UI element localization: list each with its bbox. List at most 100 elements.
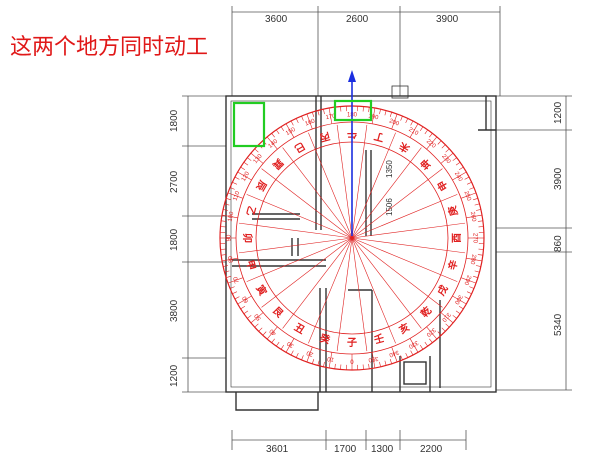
compass-sector-line [351,132,396,239]
compass-tick [221,254,227,256]
compass-sector-line [351,147,422,239]
compass-tick [400,115,403,121]
compass-degree-label: 210 [407,127,419,138]
compass-degree-label: 110 [233,190,242,202]
compass-tick [240,166,246,171]
compass-mountain-label: 甲 [243,259,257,272]
compass-sector-line [282,147,353,239]
compass-sector-line [261,237,353,308]
compass-tick [473,198,478,201]
compass-sector-line [282,237,353,329]
compass-tick [371,352,376,369]
compass-tick [295,352,299,358]
compass-tick [389,359,392,364]
compass-tick [452,171,467,181]
compass-tick [280,126,285,132]
compass-tick [424,341,428,347]
compass-sector-line [238,222,353,239]
compass-sector-line [351,237,396,344]
compass-tick [452,157,457,161]
compass-tick [475,265,481,267]
compass-tick [306,346,313,363]
compass-tick [429,338,433,343]
compass-degree-label: 230 [440,154,451,166]
compass-tick [266,136,278,150]
compass-mountain-label: 申 [434,178,450,193]
compass-mountain-label: 丑 [292,321,307,336]
dim-right-1: 1200 [553,101,564,124]
compass-tick [460,192,477,199]
compass-tick [474,203,480,206]
compass-tick [237,171,252,181]
compass-tick [384,110,387,116]
compass-tick [458,166,464,171]
compass-tick [250,152,264,164]
compass-degree-label: 330 [407,339,419,350]
compass-tick [250,312,264,324]
compass-mountain-label: 乙 [243,204,257,217]
compass-degree-label: 120 [241,170,252,182]
dim-bottom-1: 3601 [266,444,289,455]
compass-tick [295,118,299,124]
compass-degree-label: 100 [228,211,236,223]
compass-degree-label: 0 [350,357,354,363]
compass-mountain-label: 子 [347,337,357,349]
dim-bottom-2: 1700 [334,444,357,455]
compass-degree-label: 340 [388,349,400,358]
compass-tick [460,277,477,284]
compass-tick [441,327,446,332]
compass-mountain-label: 癸 [317,331,332,347]
compass-mountain-label: 未 [397,139,413,156]
compass-tick [409,123,419,138]
compass-tick [426,136,438,150]
compass-tick [455,162,461,166]
compass-tick [328,352,333,369]
compass-tick [440,312,454,324]
compass-tick [301,355,304,361]
compass-tick [328,107,333,124]
compass-tick [464,296,470,300]
compass-tick [334,363,336,369]
dim-left-5: 1200 [169,364,180,387]
compass-tick [221,220,227,222]
compass-tick [285,338,295,353]
compass-tick [458,305,464,310]
compass-tick [429,133,433,138]
compass-tick [371,107,376,124]
compass-tick [466,291,472,295]
compass-tick [285,123,295,138]
compass-tick [400,355,403,361]
compass-tick [247,315,252,319]
compass-tick [455,310,461,314]
dim-inner-2: 1506 [385,198,394,216]
compass-mountain-label: 寅 [253,283,269,298]
compass-tick [410,120,414,126]
compass-tick [247,157,252,161]
compass-tick [280,344,285,350]
compass-sector-line [351,222,466,239]
compass-sector-line [351,194,458,239]
compass-tick [226,198,231,201]
compass-tick [221,214,238,219]
compass-mountain-label: 亥 [397,320,412,336]
compass-tick [266,326,278,340]
compass-sector-line [351,237,368,352]
compass-tick [312,359,315,364]
compass-tick [477,220,483,222]
compass-tick [409,338,419,353]
dimension-lines [182,6,572,450]
dim-left-4: 3800 [169,299,180,322]
compass-tick [391,346,398,363]
dim-right-2: 3900 [553,167,564,190]
compass-tick [276,341,280,347]
compass-tick [464,176,470,180]
dim-right-3: 860 [553,235,564,252]
highlight-box-top [333,99,373,122]
compass-sector-line [351,237,443,308]
compass-mountain-label: 乾 [418,304,434,320]
compass-tick [258,327,263,332]
compass-tick [223,265,229,267]
compass-tick [368,107,370,113]
compass-tick [290,120,294,126]
